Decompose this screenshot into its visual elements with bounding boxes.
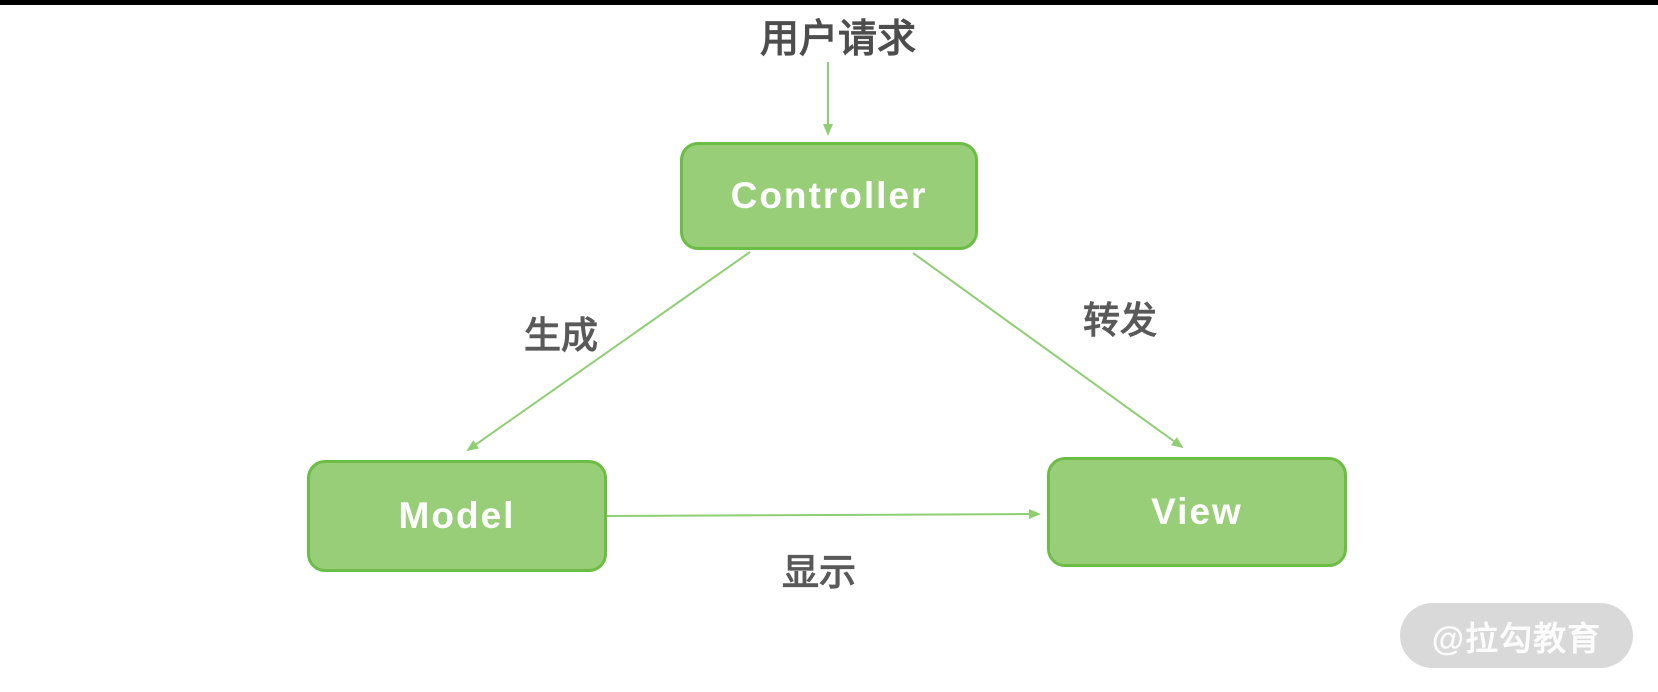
edge-label-display: 显示	[782, 552, 856, 593]
node-model: Model	[307, 460, 607, 572]
user-request-label: 用户请求	[759, 18, 916, 61]
node-model-label: Model	[398, 495, 516, 536]
edge-label-generate: 生成	[524, 315, 598, 356]
arrow-model-to-view	[606, 509, 1041, 520]
node-view-label: View	[1151, 491, 1243, 532]
arrow-controller-to-view	[912, 252, 1184, 449]
arrow-controller-to-model	[466, 251, 751, 452]
node-view: View	[1047, 457, 1347, 567]
edge-label-forward: 转发	[1083, 300, 1157, 341]
top-black-bar	[0, 0, 1658, 5]
watermark-badge: @拉勾教育	[1400, 603, 1633, 668]
node-controller-label: Controller	[730, 175, 928, 216]
node-controller: Controller	[680, 142, 978, 250]
